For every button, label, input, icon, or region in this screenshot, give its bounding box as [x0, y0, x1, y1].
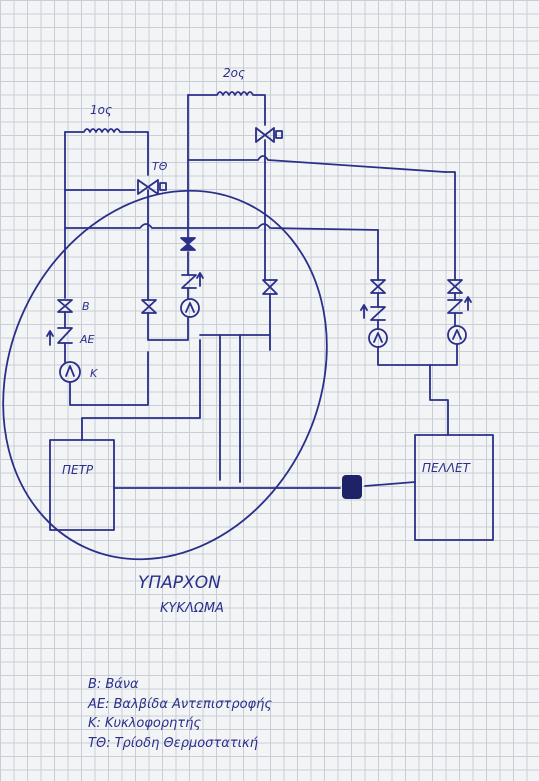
boiler-pellet-label: ΠΕΛΛΕΤ: [422, 461, 472, 475]
pipe-mid-lower: [147, 251, 189, 341]
pipe-central: [219, 334, 271, 483]
header-top: [187, 155, 446, 173]
valve-mid-right: [262, 279, 278, 295]
check-valve-label: ΑΕ: [79, 333, 95, 346]
legend-row-1: Β:Βάνα: [88, 677, 139, 692]
legend-row-2: ΑΕ:Βαλβίδα Αντεπιστροφής: [87, 697, 272, 712]
boiler-pellet: [414, 434, 494, 541]
title-line1: ΥΠΑΡΧΟΝ: [138, 573, 221, 593]
boiler-petr: [49, 439, 115, 531]
pump-mid: [180, 298, 200, 318]
valve-b-left: [57, 299, 73, 313]
radiator-floor2-label: 2ος: [223, 66, 245, 80]
legend-row-3: Κ:Κυκλοφορητής: [88, 716, 201, 731]
pipe-main-horizontal: [113, 481, 416, 489]
valve-right-a: [370, 279, 386, 294]
valve-b-label: Β: [82, 300, 90, 313]
radiator-floor1: [64, 128, 149, 176]
check-valve-left: [46, 327, 73, 346]
radiator-floor2: [187, 91, 266, 126]
check-valve-right-a: [360, 304, 386, 321]
legend: Β:Βάνα ΑΕ:Βαλβίδα Αντεπιστροφής Κ:Κυκλοφ…: [87, 677, 272, 751]
pump-right-a: [368, 328, 388, 348]
pipe-petr-upper: [81, 339, 201, 441]
header-second: [64, 223, 379, 231]
scribbled-fitting: [342, 475, 362, 499]
legend-row-4: ΤΘ:Τρίοδη Θερμοστατική: [88, 736, 259, 751]
three-way-label: ΤΘ: [152, 160, 168, 173]
valve-right-b: [447, 279, 463, 294]
existing-circuit-outline: [2, 189, 328, 561]
check-valve-right-b: [447, 296, 472, 314]
pipe-right-return: [377, 292, 458, 366]
valve-left-return: [141, 299, 157, 314]
check-valve-mid: [181, 272, 204, 289]
title-line2: ΚΥΚΛΩΜΑ: [160, 601, 224, 616]
pipe-right-b: [444, 171, 456, 281]
three-way-valve-floor2: [255, 127, 283, 143]
pipe-left-bottom: [64, 311, 149, 406]
pump-label: Κ: [90, 367, 98, 380]
pump-right-b: [447, 325, 467, 345]
pipe-pellet-link: [429, 364, 449, 436]
boiler-petr-label: ΠΕΤΡ: [62, 463, 94, 477]
pipe-mid-right-lower: [199, 293, 271, 336]
valve-mid: [180, 237, 196, 251]
three-way-valve-floor1: [137, 179, 167, 195]
radiator-floor1-label: 1ος: [90, 103, 112, 117]
pump-left: [59, 361, 81, 383]
